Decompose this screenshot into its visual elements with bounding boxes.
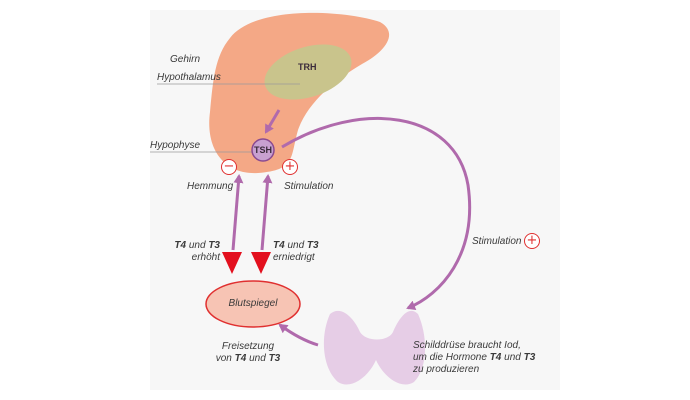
low-feedback-arrowhead	[251, 252, 271, 274]
hypothalamus-shape	[264, 44, 352, 100]
stimulation-pituitary-label: Stimulation	[284, 181, 334, 192]
high-t3-text: T3	[208, 240, 220, 251]
tsh-label: TSH	[254, 145, 272, 155]
high-feedback-arrow	[231, 174, 244, 251]
low-hormone-label: T4 und T3 erniedrigt	[273, 240, 319, 264]
thyroid-label: Schilddrüse braucht Iod, um die Hormone …	[413, 340, 535, 376]
pituitary-shape	[251, 138, 275, 162]
thyroid-t3-text: T3	[523, 352, 536, 363]
release-line1: Freisetzung	[221, 341, 275, 352]
thyroid-line1: Schilddrüse braucht Iod,	[413, 340, 521, 351]
high-state-text: erhöht	[191, 252, 220, 263]
stimulation-thyroid-label: Stimulation	[472, 236, 522, 247]
low-t3-text: T3	[306, 240, 319, 251]
release-label: Freisetzung von T4 und T3	[206, 341, 290, 365]
thyroid-and-text: und	[501, 352, 524, 363]
high-and-text: und	[186, 240, 209, 251]
high-hormone-label: T4 und T3 erhöht	[170, 240, 220, 264]
thyroid-t4-text: T4	[489, 352, 502, 363]
hypothalamus-label: Hypothalamus	[157, 72, 221, 83]
pituitary-label: Hypophyse	[150, 140, 201, 151]
high-feedback-arrowhead	[222, 252, 242, 274]
blood-level-shape	[205, 280, 301, 328]
low-t4-text: T4	[273, 240, 285, 251]
trh-label: TRH	[298, 62, 317, 72]
release-arrow	[278, 323, 319, 347]
low-and-text: und	[284, 240, 307, 251]
release-prefix: von	[215, 353, 235, 364]
thyroid-line3: zu produzieren	[413, 364, 480, 375]
release-and-text: und	[246, 353, 269, 364]
low-state-text: erniedrigt	[273, 252, 315, 263]
release-t3-text: T3	[268, 353, 281, 364]
thyroid-shape	[323, 310, 426, 385]
release-t4-text: T4	[234, 353, 247, 364]
tsh-to-thyroid-arrow	[281, 116, 471, 310]
plus-icon: +	[282, 159, 298, 175]
trh-to-tsh-arrow	[264, 109, 281, 134]
brain-label: Gehirn	[170, 54, 201, 65]
minus-icon: −	[221, 159, 237, 175]
plus-thyroid-icon: +	[524, 233, 540, 249]
high-t4-text: T4	[174, 240, 187, 251]
thyroid-prefix: um die Hormone	[413, 352, 490, 363]
low-feedback-arrow	[260, 174, 273, 251]
blood-level-label: Blutspiegel	[228, 298, 278, 309]
inhibition-label: Hemmung	[187, 181, 234, 192]
